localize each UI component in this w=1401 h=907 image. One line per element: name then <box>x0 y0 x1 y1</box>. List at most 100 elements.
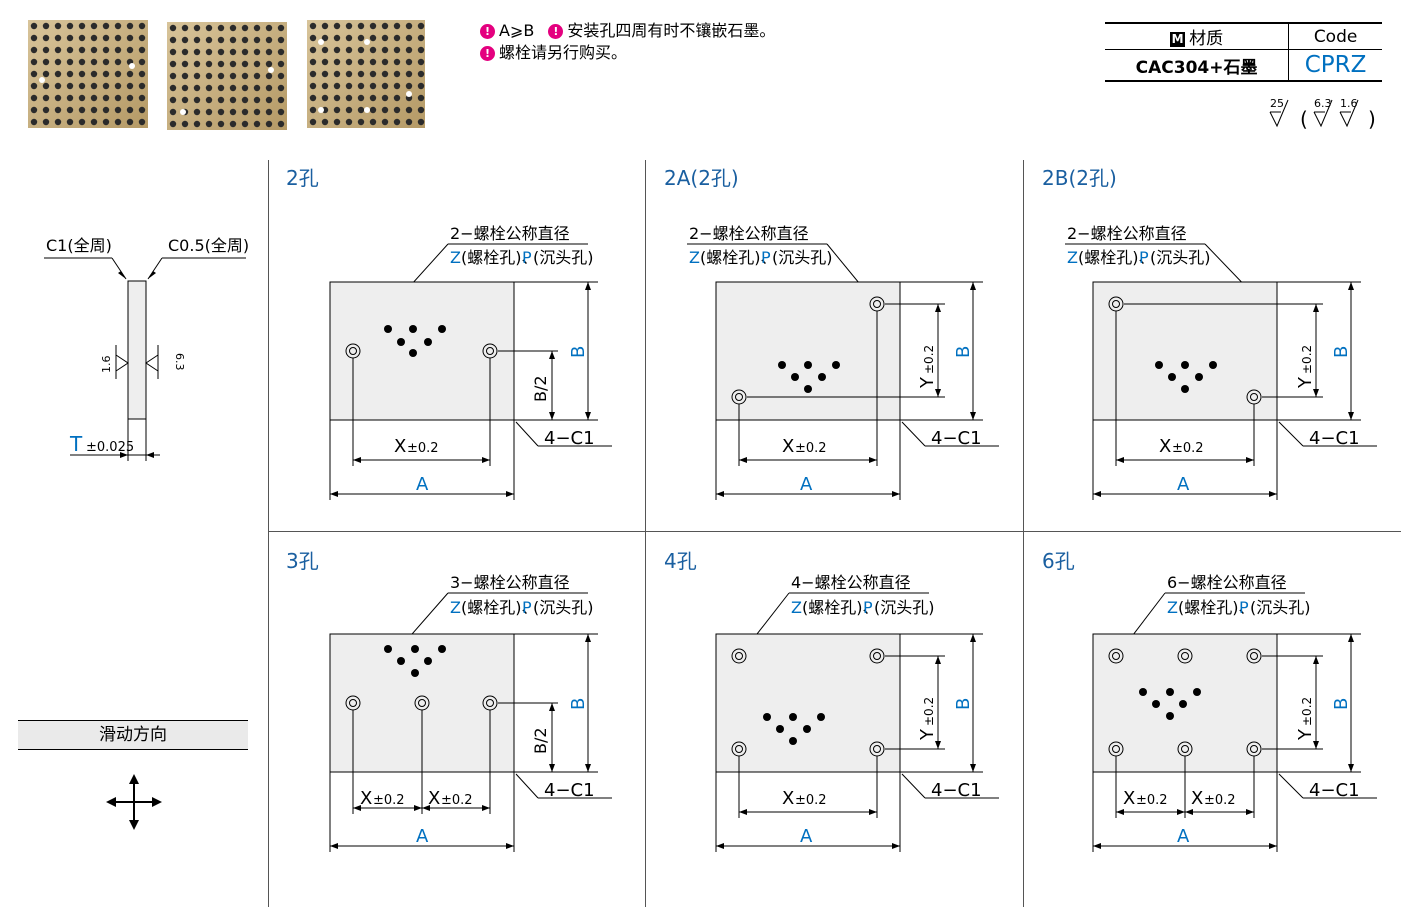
dimension-label: Y <box>1295 376 1316 389</box>
hole-mark <box>411 669 419 677</box>
surface-roughness: 25 ( 6.3 1.6 ) <box>1269 97 1376 131</box>
drawing-line <box>585 412 591 420</box>
drawing-line <box>935 389 941 397</box>
dimension-label: 3−螺栓公称直径 <box>450 573 570 592</box>
drawing-line <box>935 656 941 664</box>
dimension-label: 4−C1 <box>544 428 595 449</box>
hole-mark <box>1250 393 1258 401</box>
drawing-line <box>422 805 430 811</box>
dimension-label: 4−C1 <box>1309 780 1360 801</box>
grid-divider <box>1023 160 1024 907</box>
grid-divider <box>268 531 1401 532</box>
dimension-label: X <box>1191 788 1203 809</box>
hole-mark <box>318 107 324 113</box>
hole-mark <box>318 39 324 45</box>
hole-mark <box>735 652 743 660</box>
dimension-label: (螺栓孔)、 <box>461 248 538 267</box>
drawing-line <box>1093 843 1101 849</box>
hole-mark <box>486 347 494 355</box>
drawing-line <box>414 805 422 811</box>
drawing-line <box>970 282 976 290</box>
drawing-line <box>901 421 926 447</box>
drawing-line <box>129 774 139 784</box>
dimension-label: A <box>416 474 429 495</box>
dimension-label: (沉头孔) <box>533 598 594 617</box>
dimension-label: ±0.2 <box>1300 345 1314 374</box>
dimension-label: ±0.2 <box>1300 697 1314 726</box>
drawing-line <box>152 797 162 807</box>
drawing-line <box>585 764 591 772</box>
hole-mark <box>180 109 186 115</box>
side-view-drawing: C1(全周) C0.5(全周) 1.6 6.3 T ±0.025 <box>44 236 249 461</box>
dimension-label: X <box>360 788 372 809</box>
dimension-label: Z <box>689 248 700 267</box>
drawing-line <box>715 633 901 773</box>
drawing-line <box>739 457 747 463</box>
dimension-label: Y <box>917 728 938 741</box>
hole-mark <box>817 713 825 721</box>
drawing-line <box>1269 491 1277 497</box>
hole-mark <box>1209 361 1217 369</box>
panel-title-3-hole: 3孔 <box>286 549 319 573</box>
product-photo-1 <box>28 20 148 128</box>
dimension-label: P <box>522 598 532 617</box>
drawing-line <box>515 421 539 447</box>
t-label: T <box>69 432 83 456</box>
roughness-63: 6.3 <box>1314 97 1332 110</box>
drawing-grid <box>268 160 1401 907</box>
dimension-label: 4−C1 <box>931 780 982 801</box>
hole-mark <box>349 347 357 355</box>
hole-mark <box>1139 688 1147 696</box>
panel-6-hole: 6−螺栓公称直径 Z (螺栓孔)、 P (沉头孔) X±0.2 X±0.2 A … <box>1092 573 1377 852</box>
dimension-label: Z <box>450 248 461 267</box>
dimension-label: B <box>568 698 589 710</box>
drawing-line <box>146 452 154 458</box>
drawing-line <box>330 843 338 849</box>
drawing-line <box>1116 809 1124 815</box>
dimension-label: B <box>953 346 974 358</box>
drawing-line <box>148 271 156 279</box>
drawing-line <box>970 412 976 420</box>
drawing-line <box>482 457 490 463</box>
dimension-label: ±0.2 <box>1136 793 1168 808</box>
hole-mark <box>1181 361 1189 369</box>
hole-mark <box>789 737 797 745</box>
dimension-label: X <box>782 436 794 457</box>
material-value: CAC304+石墨 <box>1105 49 1290 82</box>
drawing-line <box>118 271 126 279</box>
drawing-line <box>1278 773 1304 799</box>
dimension-label: B <box>953 698 974 710</box>
dimension-label: Y <box>1295 728 1316 741</box>
drawing-line <box>115 354 129 372</box>
drawing-line <box>1348 282 1354 290</box>
hole-mark <box>1181 745 1189 753</box>
hole-mark <box>1177 648 1193 664</box>
hole-mark <box>364 107 370 113</box>
hole-mark <box>1166 712 1174 720</box>
drawing-line <box>1116 457 1124 463</box>
dimension-label: X <box>428 788 440 809</box>
panel-title-2b: 2B(2孔) <box>1042 166 1117 190</box>
panel-4-hole: 4−螺栓公称直径 Z (螺栓孔)、 P (沉头孔) X±0.2 A Y ±0.2… <box>715 573 999 852</box>
dimension-label: Z <box>1067 248 1078 267</box>
hole-mark <box>1152 700 1160 708</box>
drawing-line <box>892 491 900 497</box>
panel-title-6-hole: 6孔 <box>1042 549 1075 573</box>
hole-mark <box>364 39 370 45</box>
dimension-label: Y <box>917 376 938 389</box>
dimension-label: A <box>800 474 813 495</box>
drawing-line <box>1185 809 1193 815</box>
hole-mark <box>349 699 357 707</box>
drawing-line <box>901 773 926 799</box>
hole-mark <box>869 648 885 664</box>
hole-mark <box>778 361 786 369</box>
hole-mark <box>424 657 432 665</box>
hole-mark <box>735 745 743 753</box>
c1-label: C1(全周) <box>46 236 112 255</box>
hole-mark <box>1181 652 1189 660</box>
dimension-label: B <box>1331 346 1352 358</box>
material-badge-icon: M <box>1170 32 1186 47</box>
roughness-16: 1.6 <box>1340 97 1358 110</box>
